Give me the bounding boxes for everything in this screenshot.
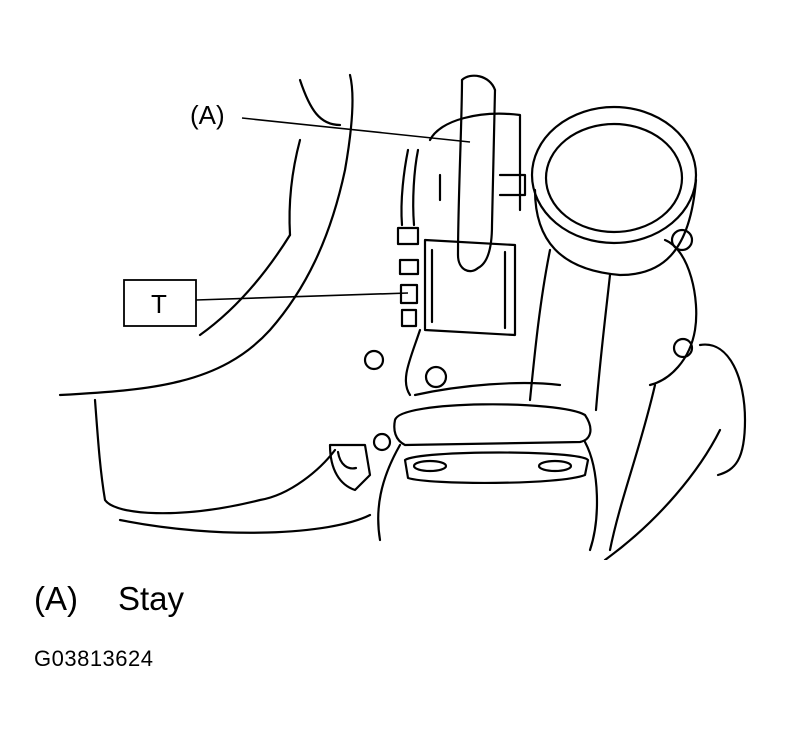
figure-id: G03813624 (34, 646, 154, 671)
callout-t-label: T (151, 289, 167, 319)
flange (377, 403, 599, 552)
callout-t: T (123, 279, 409, 327)
callout-a: (A) (190, 100, 471, 143)
bolts (328, 148, 448, 492)
right-arm (603, 228, 747, 560)
legend-key: (A) (34, 580, 78, 617)
canister (528, 105, 698, 412)
mount-bracket (404, 112, 562, 397)
engine-illustration: (A) T (58, 73, 747, 560)
callout-t-box (123, 279, 197, 327)
stay-pipe (456, 74, 497, 273)
callout-a-label: (A) (190, 100, 225, 130)
legend-description: Stay (118, 580, 185, 617)
body-panel (58, 73, 372, 534)
legend-row: (A) Stay (34, 580, 184, 618)
